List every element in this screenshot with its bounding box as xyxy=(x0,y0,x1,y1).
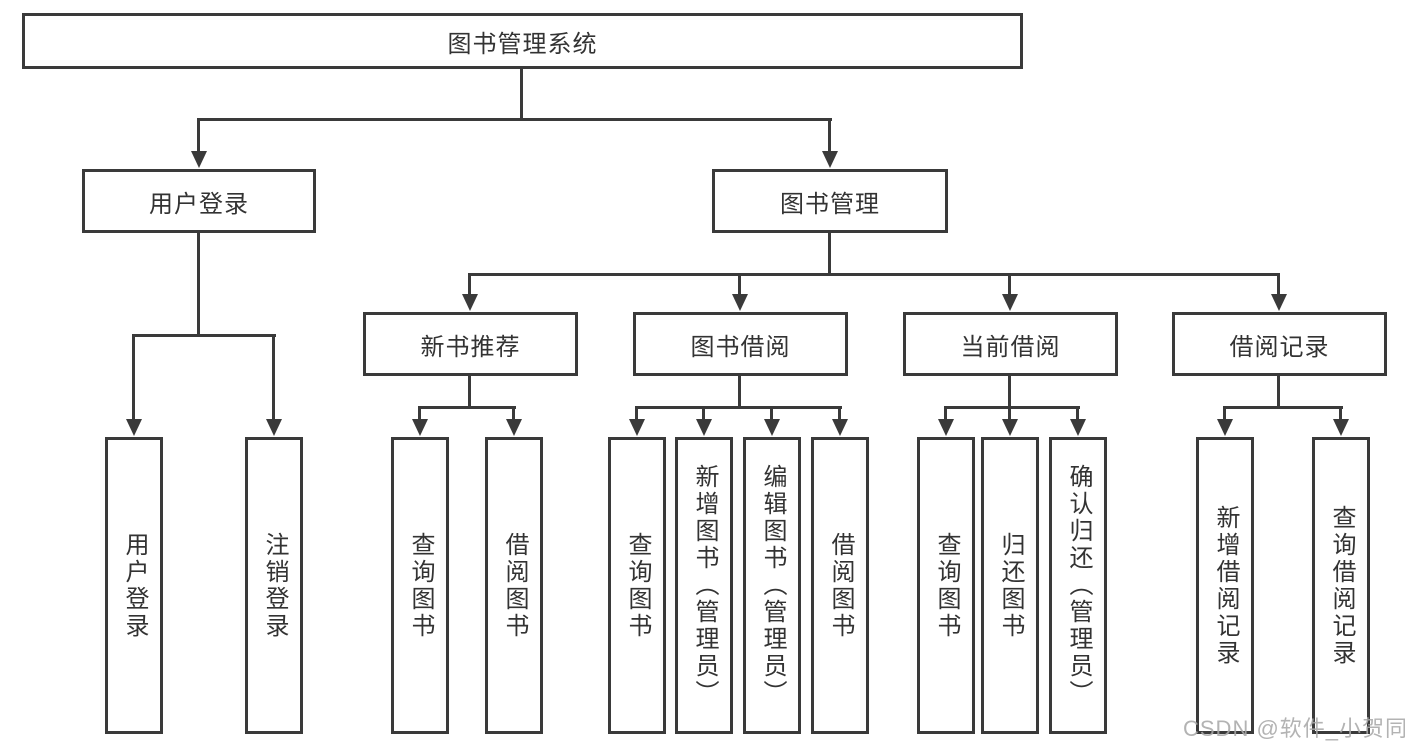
connector-records-rail xyxy=(1223,406,1343,409)
connector-drop xyxy=(838,406,841,421)
leaf-confirm-return-admin: 确认归还（管理员） xyxy=(1049,437,1107,734)
connector-drop-user-login xyxy=(197,118,200,154)
connector-drop xyxy=(1008,406,1011,421)
node-book-borrow: 图书借阅 xyxy=(633,312,848,376)
leaf-query-books-current: 查询图书 xyxy=(917,437,975,734)
connector-drop xyxy=(418,406,421,421)
leaf-logout: 注销登录 xyxy=(245,437,303,734)
leaf-query-borrow-record: 查询借阅记录 xyxy=(1312,437,1370,734)
connector-level3-rail xyxy=(468,273,1280,276)
arrowhead-icon xyxy=(412,419,428,436)
connector-drop-leaf-user-login xyxy=(132,334,135,421)
arrowhead-icon xyxy=(1333,419,1349,436)
leaf-query-books-borrow: 查询图书 xyxy=(608,437,666,734)
connector-new-book-rail xyxy=(418,406,516,409)
arrowhead-icon xyxy=(764,419,780,436)
arrowhead-icon xyxy=(629,419,645,436)
leaf-add-book-admin: 新增图书（管理员） xyxy=(675,437,733,734)
arrowhead-icon xyxy=(191,151,207,168)
arrowhead-icon xyxy=(506,419,522,436)
arrowhead-icon xyxy=(1070,419,1086,436)
connector-root-stem xyxy=(520,69,523,121)
node-new-book-recommend: 新书推荐 xyxy=(363,312,578,376)
arrowhead-icon xyxy=(696,419,712,436)
arrowhead-icon xyxy=(126,419,142,436)
connector-user-login-rail xyxy=(133,334,276,337)
connector-drop xyxy=(944,406,947,421)
arrowhead-icon xyxy=(832,419,848,436)
leaf-query-books-recommend: 查询图书 xyxy=(391,437,449,734)
arrowhead-icon xyxy=(822,151,838,168)
connector-drop xyxy=(770,406,773,421)
arrowhead-icon xyxy=(266,419,282,436)
node-user-login: 用户登录 xyxy=(82,169,316,233)
connector-drop xyxy=(512,406,515,421)
arrowhead-icon xyxy=(462,294,478,311)
connector-records-stem xyxy=(1277,376,1280,409)
connector-current-borrow-rail xyxy=(944,406,1080,409)
arrowhead-icon xyxy=(1271,294,1287,311)
arrowhead-icon xyxy=(938,419,954,436)
leaf-user-login: 用户登录 xyxy=(105,437,163,734)
connector-drop xyxy=(1223,406,1226,421)
connector-drop-new-book xyxy=(468,273,471,296)
connector-root-rail xyxy=(197,118,832,121)
arrowhead-icon xyxy=(1002,419,1018,436)
connector-book-borrow-rail xyxy=(635,406,842,409)
node-book-management: 图书管理 xyxy=(712,169,948,233)
connector-drop-leaf-logout xyxy=(272,334,275,421)
connector-drop xyxy=(635,406,638,421)
connector-book-management-stem xyxy=(828,233,831,276)
leaf-borrow-books-borrow: 借阅图书 xyxy=(811,437,869,734)
connector-book-borrow-stem xyxy=(738,376,741,409)
arrowhead-icon xyxy=(732,294,748,311)
leaf-edit-book-admin: 编辑图书（管理员） xyxy=(743,437,801,734)
connector-drop xyxy=(1076,406,1079,421)
connector-drop xyxy=(702,406,705,421)
leaf-borrow-books-recommend: 借阅图书 xyxy=(485,437,543,734)
connector-new-book-stem xyxy=(468,376,471,409)
connector-current-borrow-stem xyxy=(1008,376,1011,409)
connector-user-login-stem xyxy=(197,233,200,337)
arrowhead-icon xyxy=(1217,419,1233,436)
connector-drop-records xyxy=(1277,273,1280,296)
connector-drop xyxy=(1339,406,1342,421)
leaf-add-borrow-record: 新增借阅记录 xyxy=(1196,437,1254,734)
arrowhead-icon xyxy=(1002,294,1018,311)
leaf-return-book: 归还图书 xyxy=(981,437,1039,734)
connector-drop-book-management xyxy=(828,118,831,154)
node-current-borrow: 当前借阅 xyxy=(903,312,1118,376)
connector-drop-book-borrow xyxy=(738,273,741,296)
csdn-watermark: CSDN @软件_小贺同学 xyxy=(1183,716,1405,741)
node-borrow-records: 借阅记录 xyxy=(1172,312,1387,376)
node-library-management-system: 图书管理系统 xyxy=(22,13,1023,69)
connector-drop-current-borrow xyxy=(1008,273,1011,296)
